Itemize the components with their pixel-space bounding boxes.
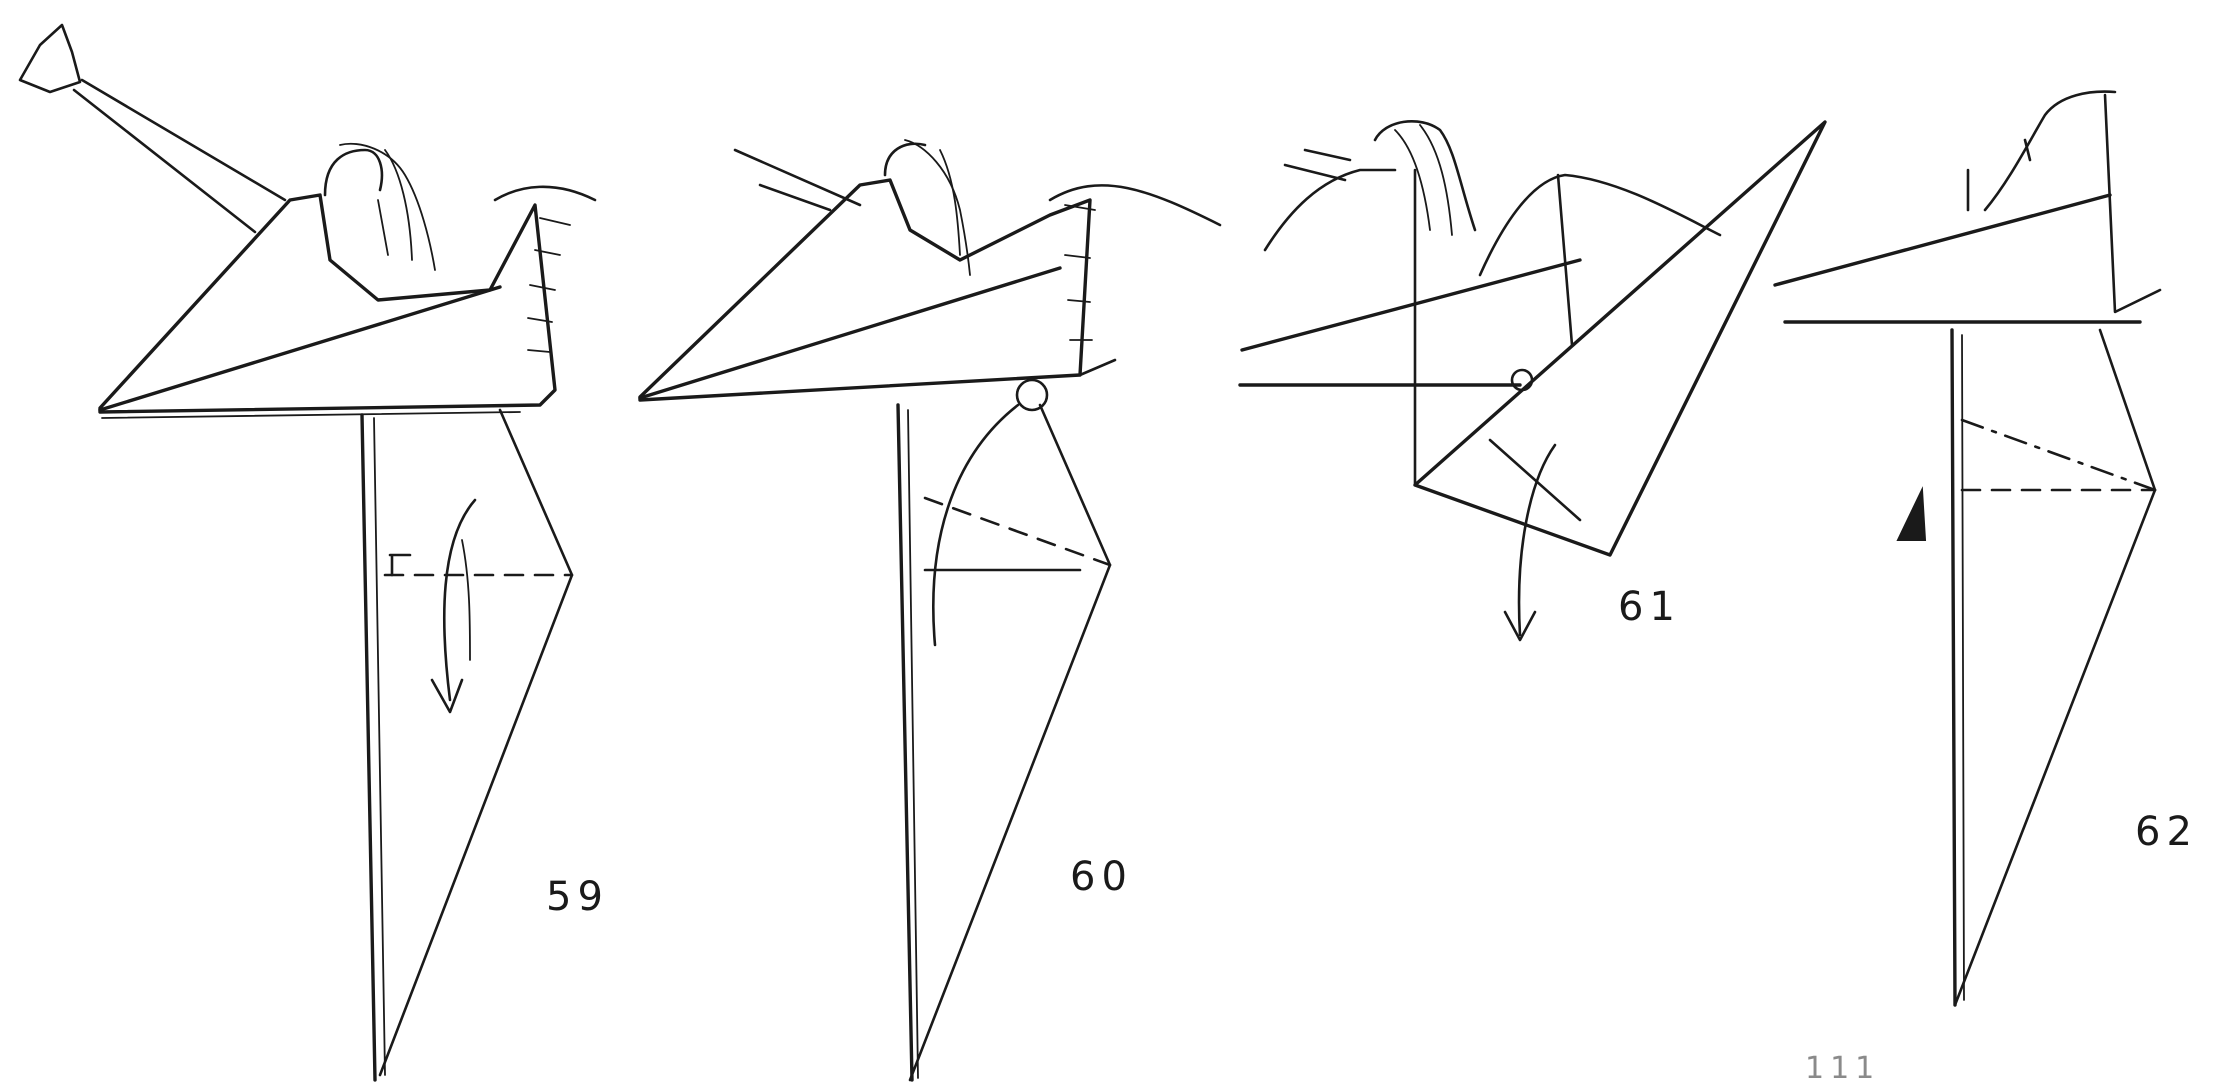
fold-curve <box>932 403 1020 647</box>
wing-crease <box>98 285 502 412</box>
large-flap <box>1413 120 1827 557</box>
fold-arrow-back <box>461 539 471 661</box>
tail-tip-shape <box>18 23 82 94</box>
wing-crease <box>638 266 1062 400</box>
step-number-62: 62 <box>2135 809 2198 855</box>
wing-hatch-marks <box>1064 204 1096 341</box>
head-curve <box>323 148 384 197</box>
tail-stick-upper <box>733 148 862 207</box>
tuft-line-1 <box>904 139 971 276</box>
wing-underside <box>101 411 521 419</box>
step-number-59: 59 <box>546 874 609 920</box>
head-curve <box>1373 119 1477 232</box>
fold-arrow-curve <box>1517 443 1557 637</box>
head-mark <box>2023 138 2032 162</box>
step-59-diagram <box>18 23 597 1082</box>
body-spine-inner <box>907 409 919 1079</box>
fold-line-dashed <box>923 496 1112 567</box>
view-triangle-icon <box>1896 486 1927 541</box>
flap-inner-crease <box>1488 438 1582 522</box>
fold-arrow-head <box>430 678 464 714</box>
tail-stick-upper <box>80 78 287 202</box>
fold-arrow-curve <box>442 498 477 702</box>
body-outline <box>908 403 1112 1082</box>
body-outline <box>378 408 574 1077</box>
tuft-line-2 <box>939 149 961 256</box>
body-spine <box>896 403 914 1082</box>
step-60-diagram <box>638 139 1222 1082</box>
wing-inner-edge <box>1556 173 1574 347</box>
step-61-diagram <box>1238 119 1827 642</box>
tuft-line-1 <box>339 142 436 271</box>
step-number-61: 61 <box>1618 584 1681 630</box>
step-number-60: 60 <box>1070 854 1133 900</box>
head-curve <box>883 142 927 177</box>
body-spine-inner <box>373 417 386 1076</box>
body-spine-inner <box>1961 334 1965 1001</box>
tail-stick-lines <box>1283 148 1352 182</box>
wing-body <box>638 178 1092 402</box>
page-number: 111 <box>1805 1051 1880 1082</box>
right-angle-mark <box>388 553 412 577</box>
tail-stick-lower <box>758 183 832 212</box>
fold-arrow-head <box>1503 610 1537 642</box>
wing-back-curve <box>493 185 597 202</box>
tuft-line-3 <box>377 199 389 256</box>
wing-right-edge <box>2103 93 2162 314</box>
wing-left-curve <box>1263 168 1397 252</box>
tuft-line-2 <box>384 149 413 261</box>
fold-line-dashdot <box>1960 418 2157 492</box>
wing-tip-edge <box>1078 358 1117 377</box>
wing-body <box>98 193 557 414</box>
body-outline <box>1953 328 2157 1007</box>
body-spine <box>1950 328 1957 1007</box>
step-62-diagram <box>1773 90 2162 1007</box>
tuft-lines <box>1394 124 1453 236</box>
wing-hatch-marks <box>527 217 571 353</box>
wing-crease <box>1240 258 1582 352</box>
wing-back-curve <box>1478 173 1722 277</box>
pivot-circle-mark <box>1510 368 1534 392</box>
wing-crease <box>1773 193 2112 287</box>
body-spine <box>360 413 377 1082</box>
wing-back-curve <box>1048 184 1222 227</box>
head-curve <box>1983 90 2117 212</box>
tail-stick-lower <box>72 88 257 234</box>
pivot-circle-mark <box>1015 378 1049 412</box>
